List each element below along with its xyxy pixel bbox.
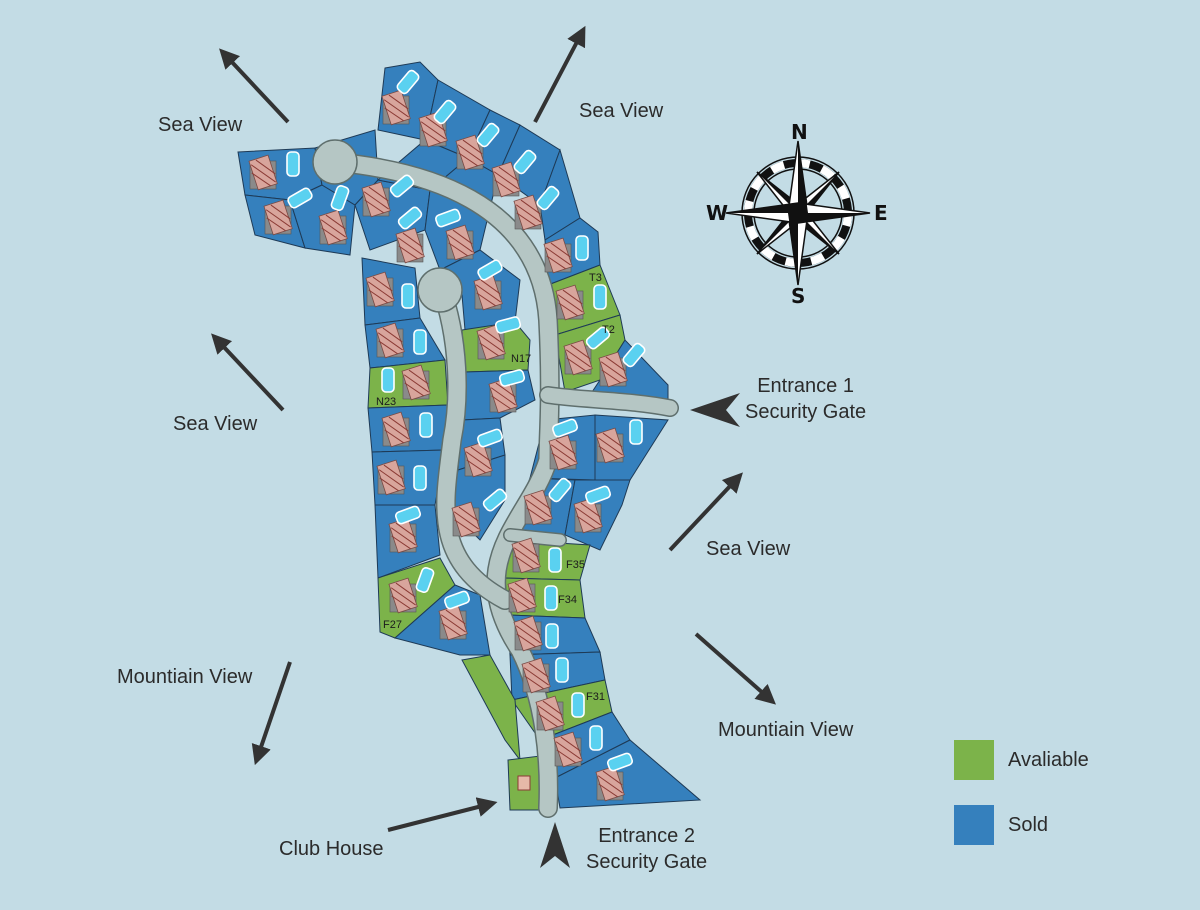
cul-de-sac <box>417 267 463 313</box>
legend-available: Avaliable <box>954 740 1089 780</box>
arrow-icon <box>387 797 498 832</box>
arrow-icon <box>694 632 776 705</box>
sea-view-label: Sea View <box>579 100 664 122</box>
arrow-icon <box>668 472 743 552</box>
view-arrows <box>211 25 776 832</box>
compass-north: N <box>791 120 808 144</box>
lot-label: F31 <box>586 691 605 703</box>
entrance-1-arrow-icon <box>690 393 740 427</box>
club-house-icon <box>517 775 531 791</box>
entrance-2-arrow-icon <box>540 822 570 868</box>
sea-view-label: Sea View <box>158 114 243 136</box>
entrance-2-title: Entrance 2 <box>598 825 695 847</box>
entrance-1-title: Entrance 1 <box>757 375 854 397</box>
lot-label: F27 <box>383 619 402 631</box>
compass-east: E <box>874 201 888 225</box>
cul-de-sac <box>312 139 358 185</box>
lot-label: N23 <box>376 396 396 408</box>
mountain-view-label: Mountiain View <box>718 719 854 741</box>
green-strip <box>461 654 521 762</box>
legend-sold: Sold <box>954 805 1048 845</box>
entrance-1-label: Entrance 1 Security Gate <box>745 373 866 425</box>
arrow-icon <box>251 661 292 766</box>
lot-label: N17 <box>511 353 531 365</box>
club-house-label: Club House <box>279 838 384 860</box>
legend-label: Avaliable <box>1008 748 1089 771</box>
lot-label: F34 <box>558 594 577 606</box>
lot-label: T2 <box>602 324 615 336</box>
arrow-icon <box>211 333 285 412</box>
arrow-icon <box>533 25 586 123</box>
arrow-icon <box>219 48 290 124</box>
mountain-view-label: Mountiain View <box>117 666 253 688</box>
lot-label: T3 <box>589 272 602 284</box>
entrance-2-label: Entrance 2 Security Gate <box>586 823 707 875</box>
sea-view-label: Sea View <box>173 413 258 435</box>
lot-label: F35 <box>566 559 585 571</box>
sea-view-label: Sea View <box>706 538 791 560</box>
compass-south: S <box>791 284 805 308</box>
entrance-2-subtitle: Security Gate <box>586 851 708 873</box>
lot-sold[interactable] <box>554 739 702 809</box>
legend-swatch-available <box>954 740 994 780</box>
lot-labels: T3 T2 N17 N23 F35 F34 F27 F31 <box>376 272 615 703</box>
entrance-1-subtitle: Security Gate <box>745 401 867 423</box>
legend-swatch-sold <box>954 805 994 845</box>
legend-label: Sold <box>1008 813 1049 836</box>
compass-rose-icon: N S E W <box>706 120 888 308</box>
compass-west: W <box>706 201 728 225</box>
